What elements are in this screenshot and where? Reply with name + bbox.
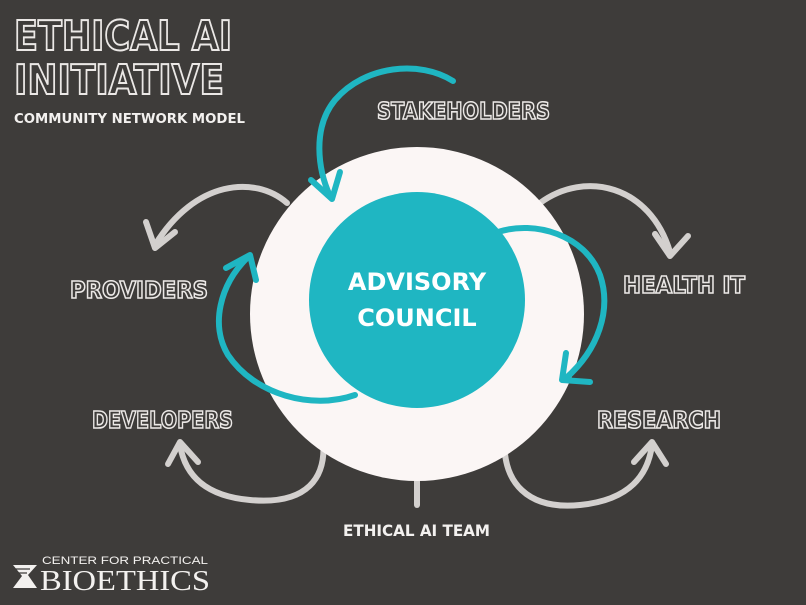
center-label-line-1: ADVISORY xyxy=(348,268,487,296)
arrow-right-loop xyxy=(495,225,608,381)
node-research: RESEARCH xyxy=(597,408,721,434)
arrow-to-providers-head xyxy=(143,219,178,251)
node-health-it: HEALTH IT xyxy=(623,273,745,299)
node-developers: DEVELOPERS xyxy=(92,408,233,434)
logo-bottom-line: BIOETHICS xyxy=(40,566,210,597)
logo-mark-icon xyxy=(13,565,37,588)
logo-top-line: CENTER FOR PRACTICAL xyxy=(42,555,208,567)
advisory-council-circle xyxy=(309,192,525,408)
arrow-to-providers xyxy=(152,183,290,248)
arrow-right-loop-head xyxy=(559,350,593,385)
center-label-line-2: COUNCIL xyxy=(357,304,476,332)
arrow-from-stakeholders-head xyxy=(308,169,343,202)
arrow-to-health-it-head xyxy=(652,231,691,259)
node-ethical-ai-team: ETHICAL AI TEAM xyxy=(343,521,490,540)
arrow-to-health-it xyxy=(537,183,673,255)
arrow-from-stakeholders xyxy=(316,65,456,199)
node-stakeholders: STAKEHOLDERS xyxy=(377,99,550,125)
arrow-to-developers-head xyxy=(165,439,201,467)
logo-stripe xyxy=(14,568,30,574)
arrow-to-research xyxy=(501,429,655,509)
arrow-to-developers xyxy=(177,429,327,504)
title-line-1: ETHICAL AI xyxy=(14,12,232,60)
subtitle: COMMUNITY NETWORK MODEL xyxy=(14,112,245,127)
arrow-left-loop xyxy=(215,255,358,404)
arrow-left-loop-head xyxy=(223,252,259,283)
title-line-2: INITIATIVE xyxy=(14,56,224,104)
node-providers: PROVIDERS xyxy=(70,278,208,304)
bioethics-logo: CENTER FOR PRACTICAL BIOETHICS xyxy=(13,555,210,597)
arrow-to-research-head xyxy=(631,439,669,467)
